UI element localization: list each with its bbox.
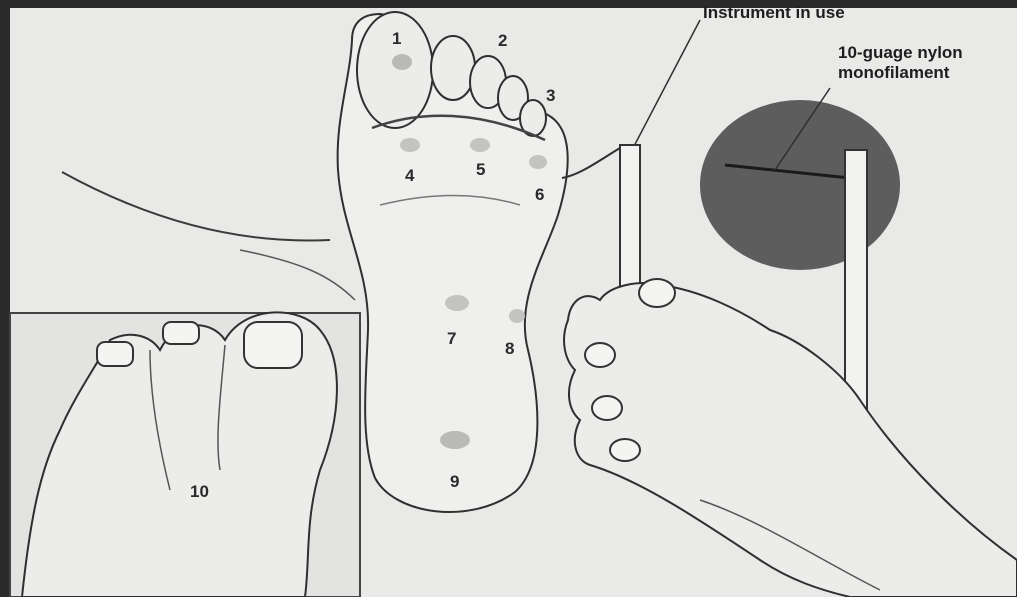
second-toe: [431, 36, 475, 100]
site-label-1: 1: [392, 30, 401, 47]
toenail-big-toe: [244, 322, 302, 368]
site-label-7: 7: [447, 330, 456, 347]
site-label-5: 5: [476, 161, 485, 178]
fingernail-1: [585, 343, 615, 367]
filament-caption-line1: 10-guage nylon: [838, 44, 963, 62]
site-label-8: 8: [505, 340, 514, 357]
site-label-9: 9: [450, 473, 459, 490]
magnified-handle: [845, 150, 867, 410]
fingernail-2: [592, 396, 622, 420]
test-site-spot-6: [529, 155, 547, 169]
fingernail-3: [610, 439, 640, 461]
test-site-spot-4: [400, 138, 420, 152]
toenail-2: [163, 322, 199, 344]
test-site-spot-7: [445, 295, 469, 311]
site-label-10: 10: [190, 483, 209, 500]
site-label-4: 4: [405, 167, 414, 184]
test-site-spot-9: [440, 431, 470, 449]
test-site-spot-1: [392, 54, 412, 70]
test-site-spot-5: [470, 138, 490, 152]
test-site-spot-8: [509, 309, 525, 323]
site-label-2: 2: [498, 32, 507, 49]
toenail-1: [97, 342, 133, 366]
filament-caption-line2: monofilament: [838, 64, 949, 82]
monofilament-disc: [700, 100, 900, 270]
site-label-6: 6: [535, 186, 544, 203]
instrument-caption: Instrument in use: [703, 4, 845, 22]
thumbnail: [639, 279, 675, 307]
site-label-3: 3: [546, 87, 555, 104]
